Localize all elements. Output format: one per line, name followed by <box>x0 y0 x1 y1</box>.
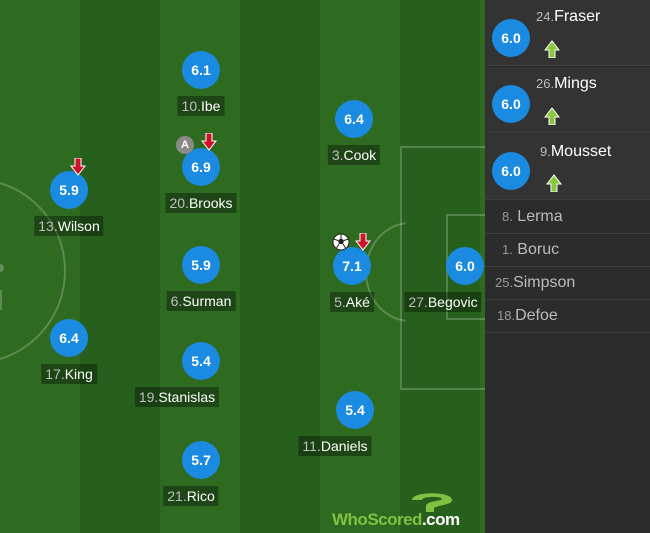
player-rating: 5.9 <box>182 246 220 284</box>
player-number: 13. <box>38 218 58 234</box>
player-label: 6.Surman <box>166 291 236 311</box>
substitute-label: 25.Simpson <box>495 274 575 292</box>
substitute-label: 9.Mousset <box>540 143 611 161</box>
player-number: 20. <box>169 195 189 211</box>
player-rating: 6.4 <box>335 100 373 138</box>
player-name: Stanislas <box>158 389 216 405</box>
player-rating: 6.1 <box>182 51 220 89</box>
player-label: 19.Stanislas <box>134 387 220 407</box>
player-number: 11. <box>302 438 321 454</box>
player-name: Mings <box>554 75 597 92</box>
player-name: Cook <box>343 147 377 163</box>
substitute-label: 26.Mings <box>536 75 597 93</box>
substitute-label: 8. Lerma <box>502 208 563 226</box>
substitutes-panel: 6.0 24.Fraser 6.0 26.Mings 6.0 9.Mousset… <box>485 0 650 533</box>
player-rating: 6.0 <box>492 152 530 190</box>
assist-label: A <box>181 139 189 151</box>
logo-text: WhoScored.com <box>332 510 460 530</box>
player-number: 8. <box>502 209 513 224</box>
sub-off-arrow-icon <box>201 133 217 151</box>
player-number: 24. <box>536 9 555 24</box>
center-spot <box>0 264 4 272</box>
player-label: 20.Brooks <box>165 193 237 213</box>
substitute-row-mousset[interactable]: 6.0 9.Mousset <box>485 134 650 200</box>
player-number: 21. <box>167 488 187 504</box>
player-name: Surman <box>182 293 232 309</box>
player-label: 27.Begovic <box>404 292 482 312</box>
player-name: Mousset <box>550 143 612 160</box>
player-number: 25. <box>495 275 514 290</box>
unused-substitute-simpson[interactable]: 25.Simpson <box>485 267 650 300</box>
player-name: Defoe <box>515 307 558 324</box>
player-name: Begovic <box>427 294 478 310</box>
substitute-label: 1. Boruc <box>502 241 559 259</box>
player-number: 18. <box>497 308 516 323</box>
player-name: Ibe <box>201 98 221 114</box>
goal-ball-icon <box>332 233 350 251</box>
player-rating: 5.4 <box>336 391 374 429</box>
player-number: 1. <box>502 242 513 257</box>
player-rating: 5.7 <box>182 441 220 479</box>
player-number: 3. <box>331 147 344 163</box>
player-name: Boruc <box>517 241 560 258</box>
player-label: 10.Ibe <box>177 96 225 116</box>
player-label: 3.Cook <box>327 145 381 165</box>
logo-question-mark-icon <box>412 493 452 512</box>
pitch: 6.1 10.Ibe 6.9 A 20.Brooks 6.4 3.Cook 5.… <box>0 0 485 533</box>
player-rating: 6.4 <box>50 319 88 357</box>
player-label: 11.Daniels <box>298 436 372 456</box>
player-name: Aké <box>345 294 370 310</box>
player-number: 5. <box>334 294 346 310</box>
substitute-row-mings[interactable]: 6.0 26.Mings <box>485 67 650 133</box>
substitute-label: 18.Defoe <box>497 307 558 325</box>
player-name: Brooks <box>188 195 233 211</box>
player-name: Simpson <box>513 274 576 291</box>
unused-substitute-lerma[interactable]: 8. Lerma <box>485 201 650 234</box>
assist-icon: A <box>176 136 194 154</box>
player-number: 6. <box>170 293 183 309</box>
player-number: 9. <box>540 144 551 159</box>
player-name: Daniels <box>320 438 368 454</box>
logo-domain: .com <box>421 510 460 529</box>
player-label: 13.Wilson <box>34 216 104 236</box>
sub-off-arrow-icon <box>70 158 86 176</box>
player-number: 27. <box>408 294 428 310</box>
player-name: Rico <box>186 488 215 504</box>
player-rating: 6.0 <box>446 247 484 285</box>
sub-on-arrow-icon <box>546 174 562 192</box>
sub-off-arrow-icon <box>355 233 371 251</box>
logo-brand: WhoScored <box>332 510 422 529</box>
player-name: Wilson <box>57 218 100 234</box>
player-label: 21.Rico <box>163 486 219 506</box>
player-number: 17. <box>45 366 65 382</box>
unused-substitute-boruc[interactable]: 1. Boruc <box>485 234 650 267</box>
player-name: King <box>64 366 93 382</box>
player-rating: 5.9 <box>50 171 88 209</box>
player-rating: 5.4 <box>182 342 220 380</box>
sub-on-arrow-icon <box>544 107 560 125</box>
player-label: 5.Aké <box>330 292 374 312</box>
substitute-row-fraser[interactable]: 6.0 24.Fraser <box>485 0 650 66</box>
player-name: Lerma <box>517 208 563 225</box>
player-rating: 6.0 <box>492 19 530 57</box>
sub-on-arrow-icon <box>544 40 560 58</box>
player-rating: 7.1 <box>333 247 371 285</box>
player-number: 10. <box>181 98 201 114</box>
player-number: 19. <box>138 389 159 405</box>
player-rating: 6.9 <box>182 148 220 186</box>
player-label: 17.King <box>41 364 97 384</box>
player-name: Fraser <box>554 8 601 25</box>
substitute-label: 24.Fraser <box>536 8 600 26</box>
player-number: 26. <box>536 76 555 91</box>
left-boundary-mark <box>0 290 2 310</box>
unused-substitute-defoe[interactable]: 18.Defoe <box>485 300 650 333</box>
player-rating: 6.0 <box>492 85 530 123</box>
